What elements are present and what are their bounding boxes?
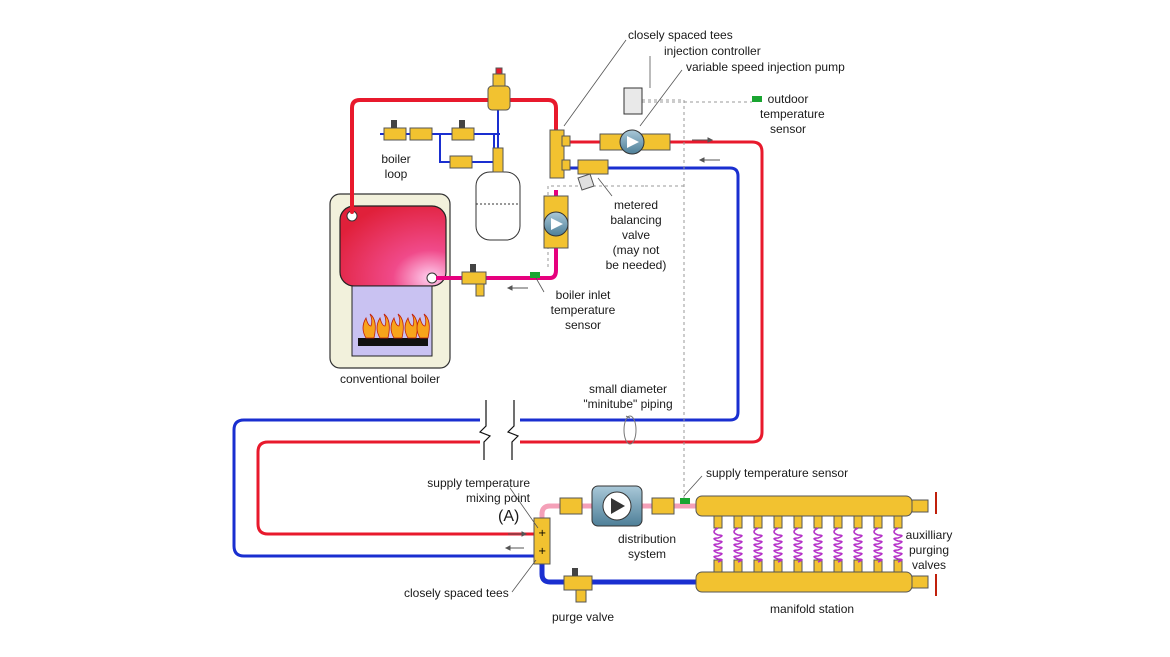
supply-sensor-icon <box>680 498 690 504</box>
label-closely-spaced-tees-top: closely spaced tees <box>628 28 733 42</box>
manifold-port-return <box>773 559 783 573</box>
manifold-port-return <box>793 559 803 573</box>
manifold-port-supply <box>793 515 803 529</box>
boiler-return-pipe <box>436 190 558 280</box>
balancing-valve-icon <box>577 159 609 191</box>
manifold-port-supply <box>813 515 823 529</box>
svg-text:+: + <box>538 546 546 557</box>
outdoor-sensor-icon <box>752 96 762 102</box>
air-separator-icon <box>487 67 511 111</box>
label-variable-speed-pump: variable speed injection pump <box>686 60 845 74</box>
label-minitube-piping: small diameter "minitube" piping <box>583 382 673 411</box>
boiler-return-valve-icon <box>461 264 487 297</box>
floor-loop-tubing <box>753 527 763 563</box>
floor-loop-tubing <box>873 527 883 563</box>
manifold-port-return <box>893 559 903 573</box>
conventional-boiler <box>329 193 451 369</box>
manifold-port-return <box>833 559 843 573</box>
minitube-marker <box>623 415 637 445</box>
label-metered-balancing-valve: metered balancing valve (may not be need… <box>605 198 667 272</box>
boiler-inlet-sensor-icon <box>530 272 540 278</box>
flow-arrows <box>504 137 720 551</box>
controller-icon <box>623 87 643 115</box>
manifold-port-supply <box>873 515 883 529</box>
purge-valve-icon <box>563 568 593 603</box>
floor-loop-tubing <box>893 527 903 563</box>
manifold-port-return <box>713 559 723 573</box>
label-supply-temperature-sensor: supply temperature sensor <box>706 466 849 480</box>
circulator-icon <box>543 195 569 249</box>
manifold-port-supply <box>893 515 903 529</box>
label-boiler-inlet-sensor: boiler inlet temperature sensor <box>550 288 616 332</box>
label-manifold-station: manifold station <box>770 602 855 616</box>
manifold-port-return <box>733 559 743 573</box>
floor-loop-tubing <box>793 527 803 563</box>
manifold-port-supply <box>713 515 723 529</box>
label-mixing-point: supply temperature mixing point <box>427 476 530 505</box>
manifold-port-supply <box>773 515 783 529</box>
expansion-tank-icon <box>475 147 521 241</box>
manifold-port-supply <box>833 515 843 529</box>
flame-icon <box>362 313 430 339</box>
manifold-port-return <box>753 559 763 573</box>
svg-text:+: + <box>538 528 546 539</box>
manifold-port-return <box>813 559 823 573</box>
label-outdoor-sensor: outdoor temperature sensor <box>760 92 825 136</box>
label-purge-valve: purge valve <box>552 610 615 624</box>
label-distribution-system: distribution system <box>617 532 677 561</box>
floor-loop-tubing <box>733 527 743 563</box>
manifold-port-return <box>853 559 863 573</box>
manifold-port-supply <box>733 515 743 529</box>
label-conventional-boiler: conventional boiler <box>339 372 441 386</box>
label-point-a: (A) <box>498 508 520 525</box>
boiler-supply-pipe <box>350 98 558 214</box>
distribution-return-pipe <box>539 556 696 585</box>
distribution-pump-icon <box>559 485 675 527</box>
floor-loop-tubing <box>713 527 723 563</box>
manifold-icon <box>695 492 937 596</box>
ball-valve-icon <box>383 120 475 169</box>
label-auxiliary-purging-valves: auxilliary purging valves <box>905 528 953 572</box>
bottom-tees-icon: + + <box>533 517 551 565</box>
manifold-port-supply <box>853 515 863 529</box>
control-wiring <box>547 99 752 498</box>
label-injection-controller: injection controller <box>664 44 761 58</box>
manifold-port-supply <box>753 515 763 529</box>
floor-loop-tubing <box>773 527 783 563</box>
label-closely-spaced-tees-bottom: closely spaced tees <box>404 586 509 600</box>
pipe-break-symbol <box>478 400 520 460</box>
floor-loop-tubing <box>813 527 823 563</box>
manifold-port-return <box>873 559 883 573</box>
top-tees-icon <box>549 129 571 179</box>
injection-pump-icon <box>599 129 671 155</box>
floor-loop-tubing <box>833 527 843 563</box>
floor-loop-tubing <box>853 527 863 563</box>
label-boiler-loop: boiler loop <box>381 152 411 181</box>
leader-lines <box>509 39 703 593</box>
